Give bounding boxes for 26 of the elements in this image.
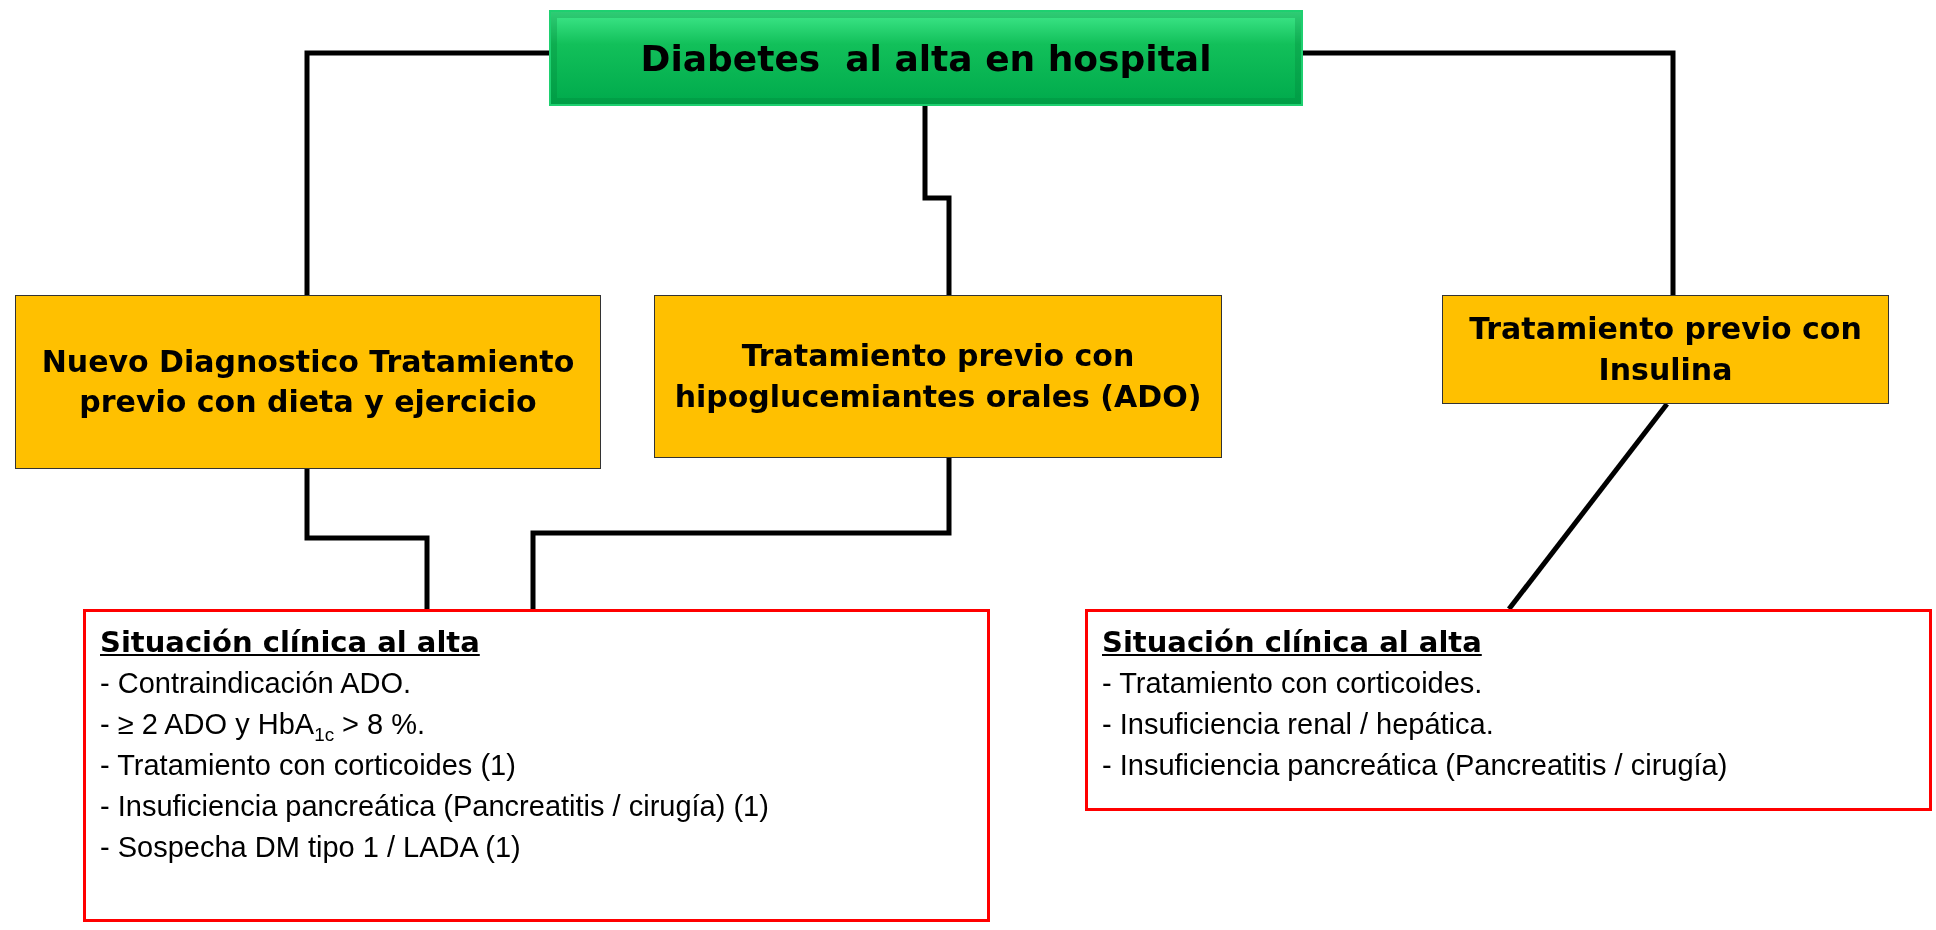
category-text: Nuevo Diagnostico Tratamiento previo con dieta y ejercicio	[40, 342, 576, 421]
category-box	[654, 295, 1222, 458]
category-box	[1442, 295, 1889, 404]
connector-line	[922, 106, 952, 295]
connector-line	[1303, 50, 1676, 295]
connector-line	[304, 469, 430, 609]
title-text: Diabetes al alta en hospital	[640, 37, 1212, 79]
list-item: - Contraindicación ADO.	[100, 666, 413, 701]
criteria-box	[1085, 609, 1932, 811]
list-item: - Sospecha DM tipo 1 / LADA (1)	[100, 830, 522, 865]
connector-line	[530, 458, 952, 609]
connector-line	[304, 50, 549, 295]
title-box	[549, 10, 1303, 106]
section-heading: Situación clínica al alta	[1102, 624, 1483, 661]
list-item: - Insuficiencia pancreática (Pancreatitis / cirugía) (1)	[100, 789, 770, 824]
list-item: - Tratamiento con corticoides.	[1102, 666, 1484, 701]
list-item: - Insuficiencia pancreática (Pancreatitis / cirugía)	[1102, 748, 1729, 783]
criteria-box	[83, 609, 990, 922]
list-item: - ≥ 2 ADO y HbA$_{1c}$ > 8 %.	[100, 707, 427, 745]
section-heading: Situación clínica al alta	[100, 624, 481, 661]
category-box	[15, 295, 601, 469]
list-item: - Insuficiencia renal / hepática.	[1102, 707, 1495, 742]
list-item: - Tratamiento con corticoides (1)	[100, 748, 517, 783]
connector-line	[1507, 402, 1669, 611]
category-text: Tratamiento previo con hipoglucemiantes orales (ADO)	[673, 337, 1203, 416]
category-text: Tratamiento previo con Insulina	[1468, 310, 1863, 389]
